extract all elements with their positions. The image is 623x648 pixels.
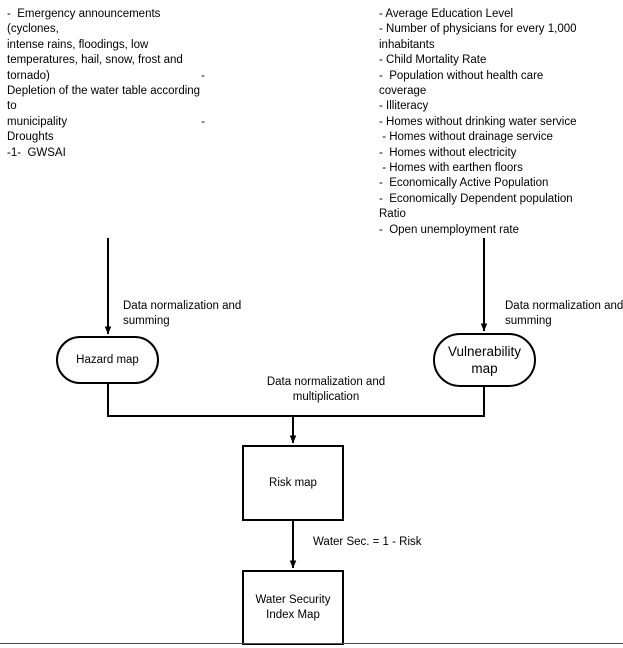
vulnerability-item-1: - Average Education Level (379, 8, 514, 20)
hazard-line-4-text: tornado) (7, 69, 50, 82)
vulnerability-item-2-cont: inhabitants (379, 38, 435, 51)
water-security-index-map-node (242, 570, 344, 645)
vulnerability-item-6: - Homes without drinking water service (379, 115, 577, 128)
vulnerability-item-3: - Child Mortality Rate (379, 54, 487, 67)
vulnerability-item-7: - Homes without drainage service (379, 131, 553, 144)
hazard-line-7: Droughts (7, 131, 54, 144)
hazard-line-5: Depletion of the water table according t… (7, 85, 204, 113)
hazard-line-4: tornado) - (7, 69, 205, 84)
hazard-line-8: -1- GWSAI (7, 146, 66, 159)
connector-vulnerability-map-to-bus (293, 386, 485, 417)
hazard-line-2: intense rains, floodings, low (7, 38, 149, 51)
vulnerability-source-box: - Average Education Level - Number of ph… (370, 2, 595, 238)
hazard-line-4-trailing-dash: - (201, 69, 205, 82)
hazard-map-node (56, 336, 159, 384)
risk-map-node (242, 445, 344, 521)
vulnerability-item-4: - Population without health care coverag… (379, 69, 547, 98)
hazard-line-3: temperatures, hail, snow, frost and (7, 54, 183, 67)
edge-label-hazard-normalization: Data normalization and summing (123, 300, 242, 327)
vulnerability-item-8: - Homes without electricity (379, 146, 517, 159)
edge-label-water-security-formula: Water Sec. = 1 - Risk (313, 536, 422, 548)
hazard-line-6-trailing-dash: - (201, 115, 205, 128)
vulnerability-map-node (433, 333, 536, 387)
connector-hazard-map-to-bus (107, 383, 293, 417)
vulnerability-item-11: - Economically Dependent population Rati… (379, 192, 576, 221)
vulnerability-item-10: - Economically Active Population (379, 177, 549, 190)
vulnerability-item-2: - Number of physicians for every 1,000 (379, 23, 577, 36)
hazard-line-1: - Emergency announcements (cyclones, (7, 8, 164, 36)
vulnerability-item-5: - Illiteracy (379, 100, 429, 113)
hazard-line-6: municipality - (7, 115, 205, 130)
vulnerability-item-12: - Open unemployment rate (379, 223, 519, 236)
edge-label-multiplication: Data normalization and multiplication (266, 376, 386, 403)
edge-label-vulnerability-normalization: Data normalization and summing (505, 300, 623, 327)
hazard-source-box: - Emergency announcements (cyclones, int… (3, 2, 214, 238)
hazard-line-6-text: municipality (7, 115, 68, 128)
vulnerability-item-9: - Homes with earthen floors (379, 162, 523, 175)
